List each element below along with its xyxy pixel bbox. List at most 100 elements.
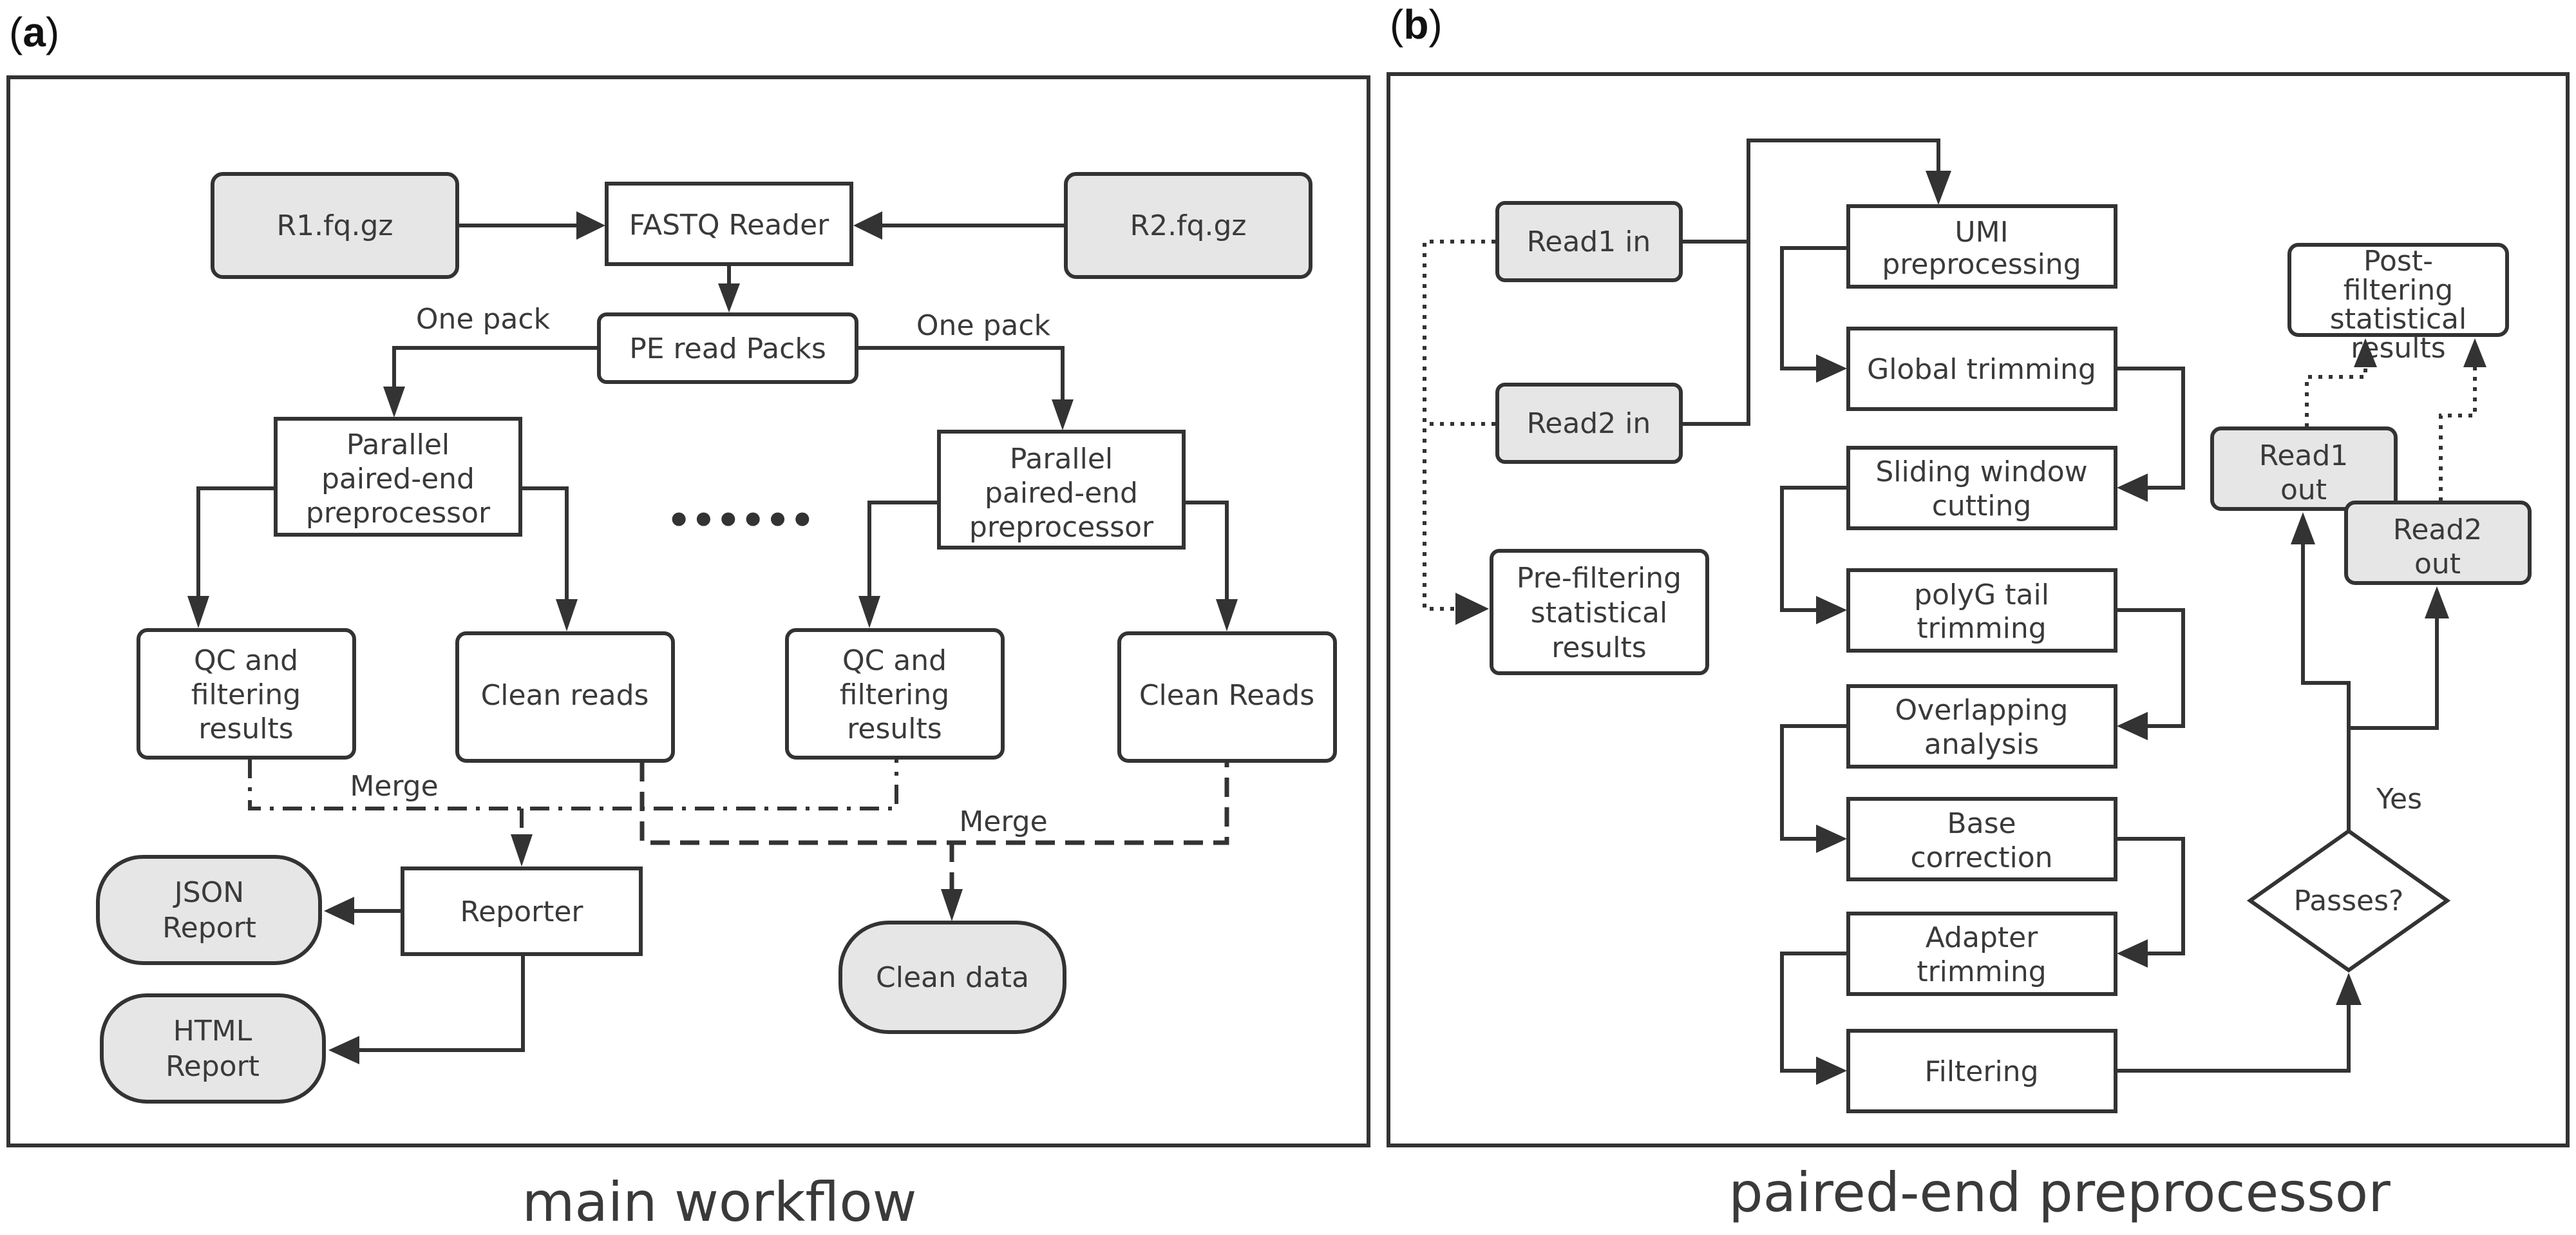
panel-a: (a) R1.fq.gz FASTQ Reader R2.fq.gz — [6, 9, 1370, 1234]
node-pe-read-packs: PE read Packs — [597, 312, 858, 384]
node-label: Overlapping — [1895, 694, 2069, 727]
edge-filtering-to-passes — [2117, 973, 2362, 1073]
node-clean-data: Clean data — [838, 921, 1066, 1034]
node-pre-filtering-stats: Pre-filtering statistical results — [1490, 549, 1709, 675]
node-polyg-tail-trimming: polyG tail trimming — [1846, 568, 2117, 653]
node-label: Base — [1947, 807, 2016, 840]
node-label: Clean reads — [481, 679, 649, 712]
edge-ppe1-to-qc1 — [187, 486, 274, 628]
edge-label-yes: Yes — [2376, 783, 2422, 816]
node-label: Parallel — [1010, 443, 1113, 475]
node-label: paired-end — [985, 477, 1138, 510]
node-label: QC and — [842, 644, 947, 677]
edge-reads-to-prefilter — [1423, 240, 1495, 625]
node-passes-decision: Passes? — [2246, 828, 2451, 973]
node-label: statistical — [2330, 303, 2467, 336]
ellipsis-more-preprocessors: •••••• — [667, 498, 815, 543]
node-read2-in: Read2 in — [1495, 383, 1683, 464]
node-parallel-preprocessor-1: Parallel paired-end preprocessor — [274, 417, 522, 537]
node-label: preprocessor — [306, 497, 491, 530]
node-umi-preprocessing: UMI preprocessing — [1846, 204, 2117, 289]
edge-ppe1-to-clean1 — [522, 486, 578, 631]
node-qc-results-1: QC and filtering results — [137, 628, 356, 760]
edge-packs-to-ppe1 — [383, 346, 598, 417]
node-label: results — [1551, 631, 1646, 664]
node-label: results — [847, 713, 942, 745]
node-base-correction: Base correction — [1846, 797, 2117, 881]
node-label: Clean data — [876, 961, 1029, 994]
node-label: paired-end — [321, 463, 475, 495]
edge-reporter-to-json — [324, 897, 401, 925]
node-overlapping-analysis: Overlapping analysis — [1846, 684, 2117, 769]
edge-reporter-to-html — [328, 955, 525, 1064]
edge-polyg-to-overlap — [2117, 608, 2185, 740]
node-parallel-preprocessor-2: Parallel paired-end preprocessor — [937, 430, 1186, 550]
node-label: correction — [1910, 841, 2052, 874]
node-filtering: Filtering — [1846, 1029, 2117, 1113]
edge-adapter-to-filtering — [1780, 952, 1847, 1085]
node-label: HTML — [173, 1015, 252, 1048]
edge-global-to-sliding — [2117, 367, 2185, 502]
edge-label-one-pack-left: One pack — [416, 303, 551, 336]
node-label: trimming — [1917, 955, 2046, 988]
panel-b-caption: paired-end preprocessor — [1728, 1161, 2391, 1224]
node-label: polyG tail — [1914, 579, 2049, 611]
edge-label-merge-clean: Merge — [959, 805, 1047, 838]
node-label: filtering — [2344, 274, 2453, 307]
node-global-trimming: Global trimming — [1846, 327, 2117, 411]
node-label: Report — [162, 912, 256, 944]
node-label: cutting — [1932, 490, 2032, 522]
node-label: PE read Packs — [629, 332, 826, 365]
edge-sliding-to-polyg — [1780, 486, 1847, 624]
panel-a-caption: main workflow — [522, 1171, 917, 1234]
panel-b-frame — [1387, 72, 2570, 1147]
node-label: Clean Reads — [1139, 679, 1314, 712]
node-json-report: JSON Report — [96, 855, 322, 965]
node-sliding-window-cutting: Sliding window cutting — [1846, 446, 2117, 530]
node-label: Read1 — [2259, 439, 2349, 472]
node-label: statistical — [1531, 597, 1667, 629]
node-read2-out: Read2 out — [2344, 501, 2532, 585]
node-label: Read1 in — [1527, 225, 1651, 258]
node-reporter: Reporter — [401, 866, 643, 956]
edge-passes-to-outputs — [2291, 512, 2449, 831]
node-label: filtering — [840, 678, 949, 711]
node-adapter-trimming: Adapter trimming — [1846, 912, 2117, 996]
edge-base-to-adapter — [2117, 837, 2185, 968]
edge-r2-to-reader — [853, 211, 1065, 240]
panel-a-letter: (a) — [9, 9, 59, 55]
edge-overlap-to-base — [1780, 724, 1847, 853]
node-label: results — [198, 713, 293, 745]
edge-umi-to-global — [1780, 246, 1847, 383]
node-label: trimming — [1917, 612, 2046, 645]
node-label: out — [2414, 548, 2461, 580]
node-fastq-reader: FASTQ Reader — [605, 182, 853, 266]
panel-b-letter: (b) — [1390, 1, 1443, 48]
node-label: Reporter — [460, 895, 583, 928]
node-label: preprocessor — [969, 511, 1154, 544]
edge-packs-to-ppe2 — [858, 346, 1074, 430]
node-qc-results-2: QC and filtering results — [785, 628, 1005, 760]
edge-reads-to-umi — [1682, 139, 1951, 426]
node-label: analysis — [1924, 728, 2039, 761]
node-read1-out: Read1 out — [2210, 426, 2398, 511]
edge-ppe2-to-qc2 — [858, 501, 938, 628]
node-label: Passes? — [2294, 885, 2404, 917]
node-label: FASTQ Reader — [629, 209, 829, 242]
node-label: JSON — [173, 876, 244, 909]
edge-r1-to-reader — [459, 211, 605, 240]
node-label: Report — [166, 1050, 260, 1083]
node-label: R1.fq.gz — [277, 209, 393, 242]
edge-ppe2-to-clean2 — [1185, 501, 1238, 631]
edge-label-one-pack-right: One pack — [916, 309, 1051, 342]
node-label: Parallel — [346, 428, 450, 461]
node-label: QC and — [194, 644, 298, 677]
node-r2-fq-gz: R2.fq.gz — [1064, 172, 1312, 279]
node-label: Adapter — [1926, 921, 2038, 954]
node-label: Read2 in — [1527, 407, 1651, 440]
node-read1-in: Read1 in — [1495, 201, 1683, 282]
edge-reader-to-packs — [718, 264, 740, 312]
node-html-report: HTML Report — [100, 993, 326, 1104]
edge-outputs-to-postfilter — [2305, 338, 2486, 501]
